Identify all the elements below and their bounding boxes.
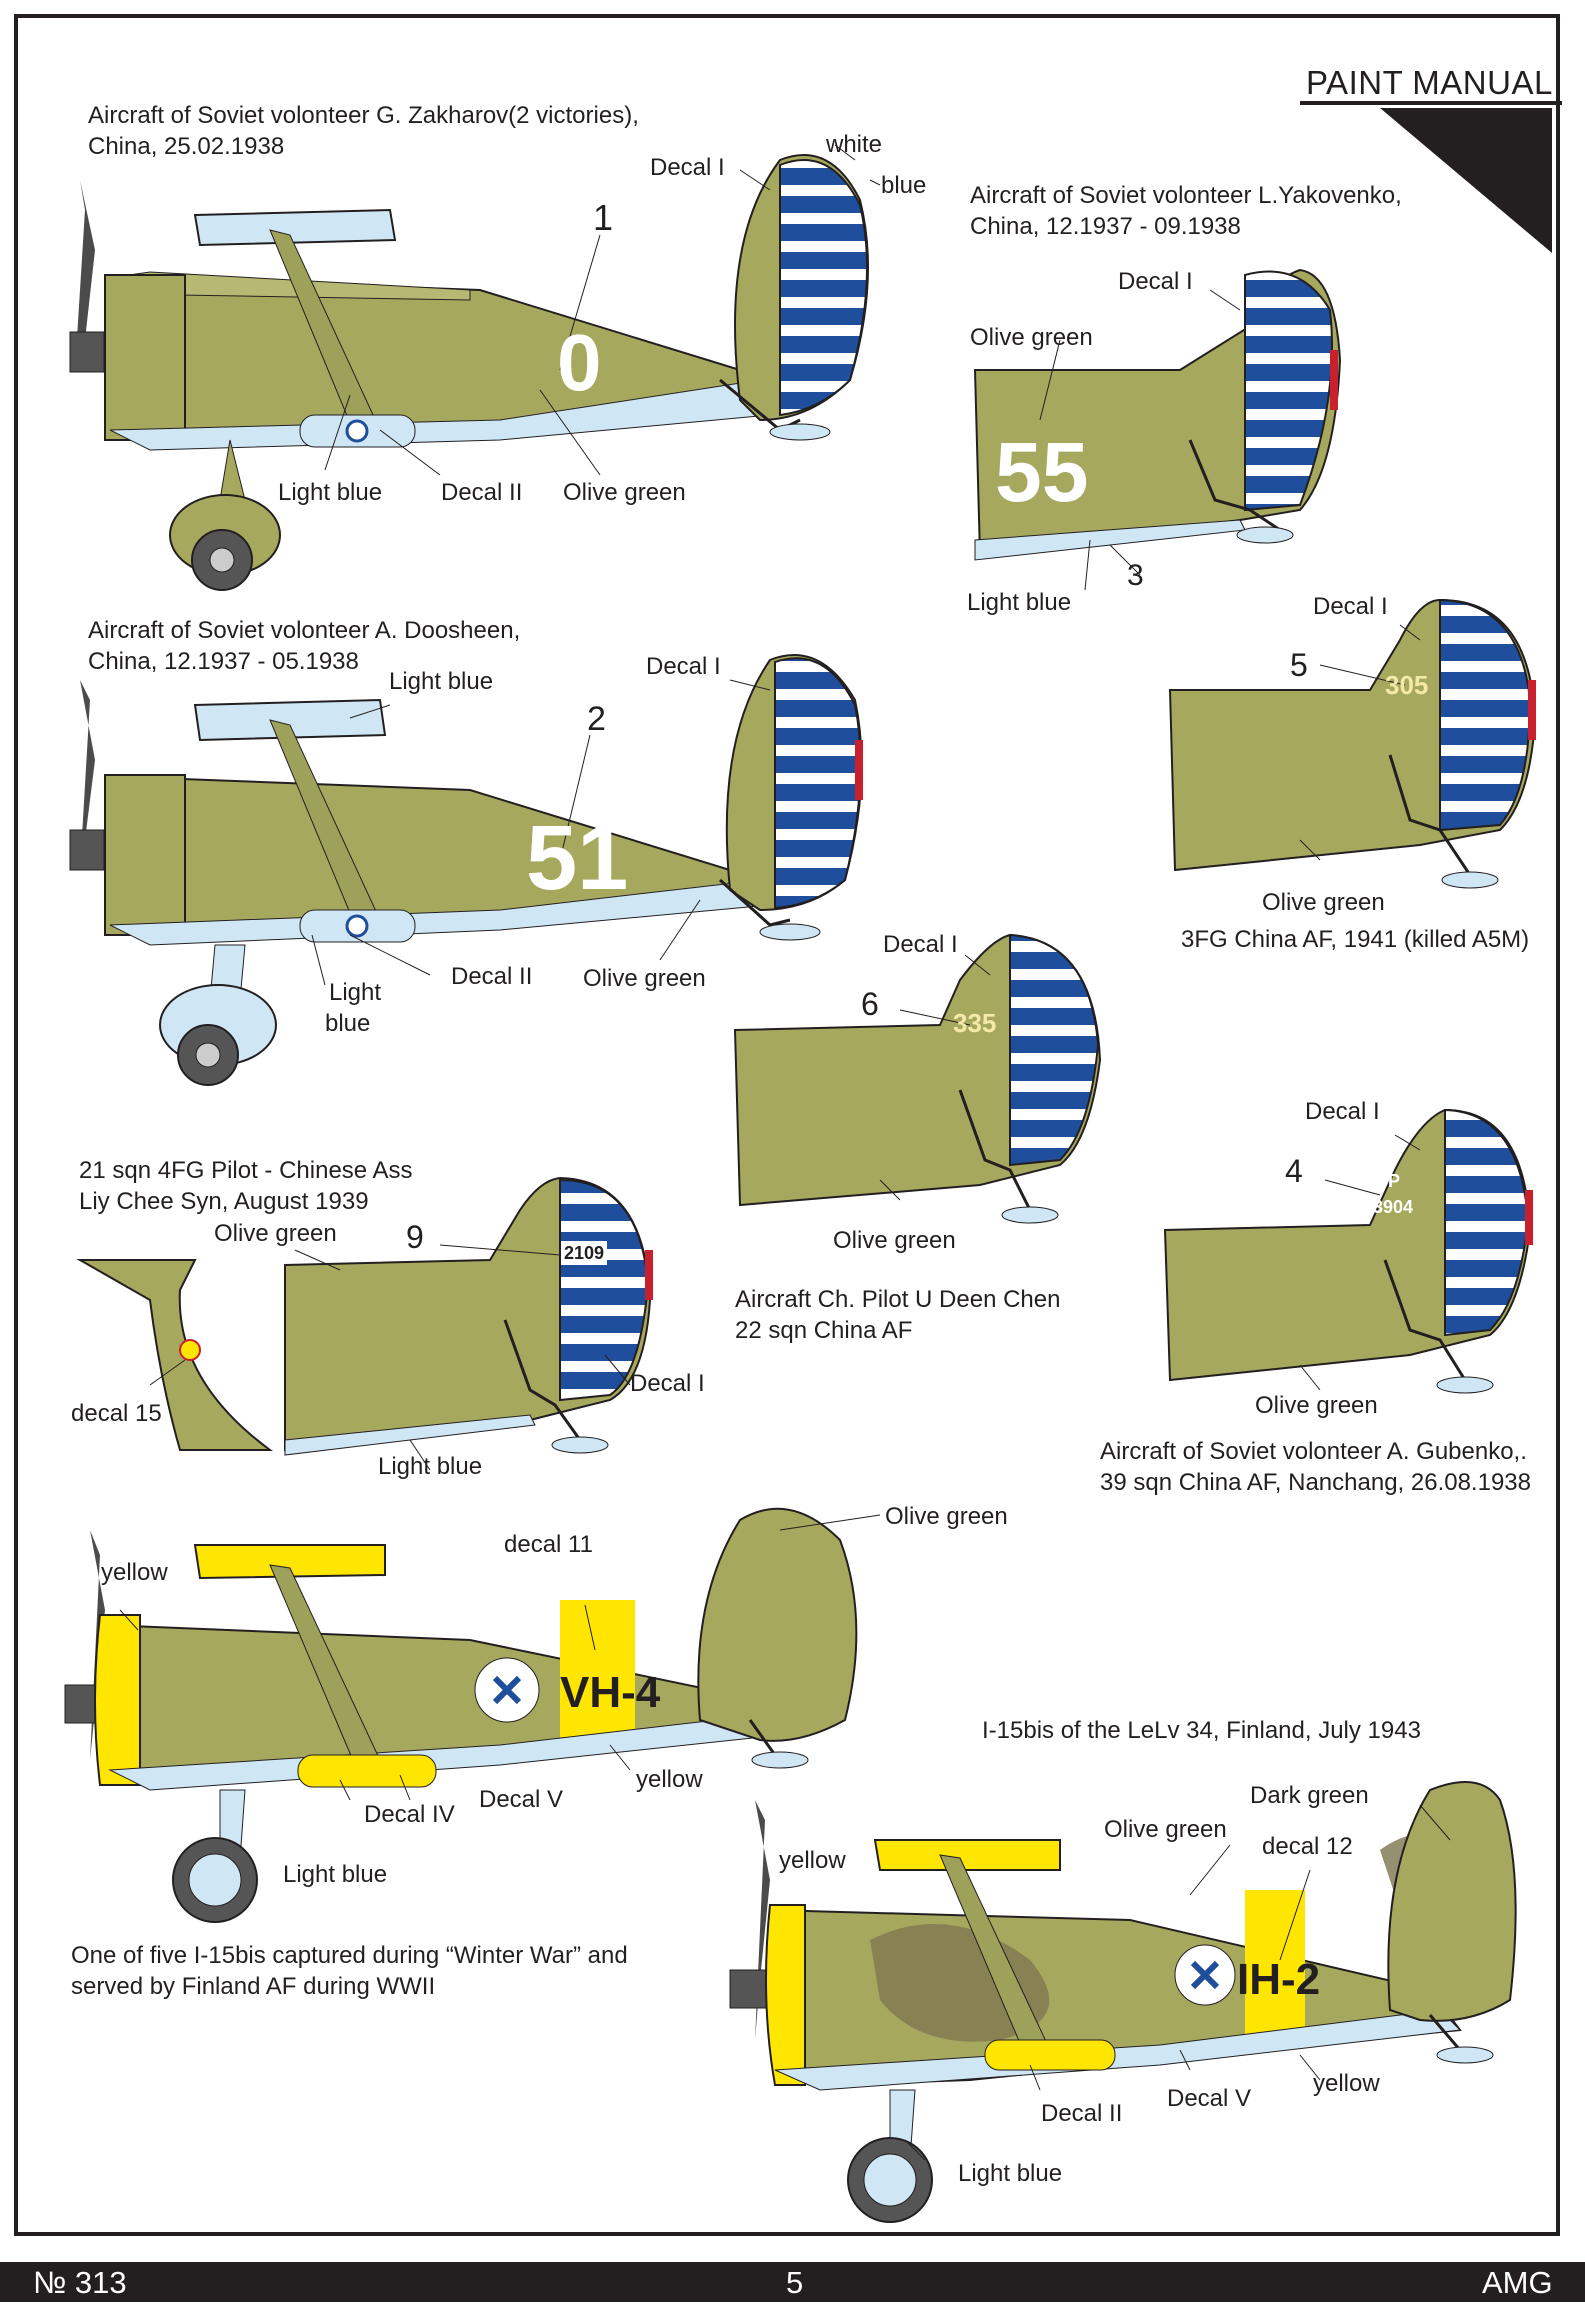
profile-9-olive-green-label: Olive green (1104, 1816, 1227, 1843)
profile-4-caption-line1: 3FG China AF, 1941 (killed A5M) (1181, 926, 1530, 953)
profile-5-tail (733, 933, 1102, 1224)
profile-1-light-blue-label: Light blue (278, 479, 383, 506)
profile-7-caption-line1: Aircraft of Soviet volonteer A. Gubenko,… (1100, 1438, 1527, 1465)
profile-8-aircraft (64, 1507, 881, 1923)
profile-8-aircraft-code: VH-4 (560, 1668, 661, 1717)
profile-9-decal-v-label: Decal V (1167, 2085, 1252, 2112)
profile-1-decal-i-label: Decal I (650, 154, 725, 181)
corner-triangle (1380, 108, 1552, 253)
profile-9-yellow2-label: yellow (1313, 2070, 1380, 2097)
profile-6-callout-number: 9 (406, 1219, 424, 1255)
profile-7-code-line1: P (1388, 1171, 1401, 1191)
profile-1-white-label: white (826, 131, 883, 158)
page-border (14, 14, 1560, 2236)
profile-1-aircraft-code: 0 (557, 318, 602, 407)
profile-4-decal-i-label: Decal I (1313, 593, 1388, 620)
profile-5-caption-line2: 22 sqn China AF (735, 1317, 913, 1344)
profile-7-decal-i-label: Decal I (1305, 1098, 1380, 1125)
profile-1-callout-number: 1 (593, 197, 614, 238)
profile-9-caption-line1: I-15bis of the LeLv 34, Finland, July 19… (982, 1717, 1421, 1744)
profile-6-decal-15-label: decal 15 (71, 1400, 162, 1427)
profile-5-caption-line1: Aircraft Ch. Pilot U Deen Chen (735, 1286, 1061, 1313)
profile-3-blue-label: blue (325, 1010, 371, 1037)
profile-5-decal-i-label: Decal I (883, 931, 958, 958)
profile-8-decal-11-label: decal 11 (504, 1531, 593, 1558)
profile-3-caption-line2: China, 12.1937 - 05.1938 (88, 648, 359, 675)
profile-2-callout-number: 3 (1127, 559, 1144, 592)
profile-4-aircraft-code: 305 (1385, 670, 1429, 700)
footer-page-number: 5 (786, 2265, 804, 2300)
footer-brand: AMG (1482, 2265, 1553, 2300)
profile-3-decal-i-label: Decal I (646, 653, 721, 680)
profile-2-light-blue-label: Light blue (967, 589, 1072, 616)
profile-9-light-blue-label: Light blue (958, 2160, 1063, 2187)
profile-6-aircraft-code: 2109 (561, 1241, 608, 1265)
profile-8-decal-iv-label: Decal IV (364, 1801, 455, 1828)
footer-bar: № 313 5 AMG (0, 2262, 1585, 2302)
profile-8-olive-green-label: Olive green (885, 1503, 1008, 1530)
profile-9-yellow-label: yellow (779, 1847, 846, 1874)
paint-manual-title: PAINT MANUAL (1306, 64, 1553, 101)
profile-3-olive-green-label: Olive green (583, 965, 706, 992)
profile-3-light-label: Light (329, 979, 382, 1006)
profile-6-caption-line1: 21 sqn 4FG Pilot - Chinese Ass (79, 1157, 413, 1184)
profile-2-caption-line1: Aircraft of Soviet volonteer L.Yakovenko… (970, 182, 1402, 209)
profile-3-callout-number: 2 (587, 700, 606, 738)
profile-1-caption-line2: China, 25.02.1938 (88, 133, 285, 160)
profile-1-aircraft (69, 144, 881, 591)
profile-4-olive-green-label: Olive green (1262, 889, 1385, 916)
profile-7-tail (1163, 1108, 1533, 1394)
profile-6-light-blue-label: Light blue (378, 1453, 483, 1480)
profile-5-olive-green-label: Olive green (833, 1227, 956, 1254)
profile-8-yellow2-label: yellow (636, 1766, 703, 1793)
profile-7-caption-line2: 39 sqn China AF, Nanchang, 26.08.1938 (1100, 1469, 1531, 1496)
footer-catalog-number: № 313 (33, 2265, 127, 2300)
profile-2-decal-i-label: Decal I (1118, 268, 1193, 295)
header-rule (1300, 101, 1562, 105)
profile-8-decal-v-label: Decal V (479, 1786, 564, 1813)
profile-6-tail (76, 1176, 653, 1471)
profile-9-aircraft (729, 1781, 1517, 2223)
profile-2-aircraft-code: 55 (995, 425, 1089, 519)
profile-3-decal-ii-label: Decal II (451, 963, 533, 990)
profile-1-caption-line1: Aircraft of Soviet volonteer G. Zakharov… (88, 102, 639, 129)
profile-7-code-line2: 3904 (1373, 1197, 1414, 1217)
profile-6-caption-line2: Liy Chee Syn, August 1939 (79, 1188, 369, 1215)
profile-3-aircraft-code: 51 (526, 807, 629, 909)
profile-2-tail (973, 268, 1342, 591)
profile-6-olive-green-label: Olive green (214, 1220, 337, 1247)
profile-5-callout-number: 6 (861, 986, 879, 1022)
profile-8-yellow-label: yellow (101, 1559, 168, 1586)
profile-9-aircraft-code: IH-2 (1237, 1955, 1321, 2004)
profile-4-tail (1168, 598, 1537, 889)
profile-8-caption-line2: served by Finland AF during WWII (71, 1973, 436, 2000)
profile-1-olive-green-label: Olive green (563, 479, 686, 506)
profile-3-light-blue-top-label: Light blue (389, 668, 494, 695)
profile-1-blue-label: blue (881, 172, 927, 199)
profile-1-decal-ii-label: Decal II (441, 479, 523, 506)
profile-3-aircraft (69, 654, 863, 1086)
profile-5-aircraft-code: 335 (953, 1008, 997, 1038)
profile-3-caption-line1: Aircraft of Soviet volonteer A. Doosheen… (88, 617, 521, 644)
profile-9-decal-12-label: decal 12 (1262, 1833, 1353, 1860)
profile-2-caption-line2: China, 12.1937 - 09.1938 (970, 213, 1241, 240)
profile-2-olive-green-label: Olive green (970, 324, 1093, 351)
profile-9-decal-ii-label: Decal II (1041, 2100, 1123, 2127)
profile-8-caption-line1: One of five I-15bis captured during “Win… (71, 1942, 628, 1969)
profile-8-light-blue-label: Light blue (283, 1861, 388, 1888)
profile-9-dark-green-label: Dark green (1250, 1782, 1369, 1809)
profile-6-decal-i-label: Decal I (630, 1370, 705, 1397)
profile-7-callout-number: 4 (1285, 1153, 1303, 1189)
profile-4-callout-number: 5 (1290, 647, 1308, 683)
profile-7-olive-green-label: Olive green (1255, 1392, 1378, 1419)
